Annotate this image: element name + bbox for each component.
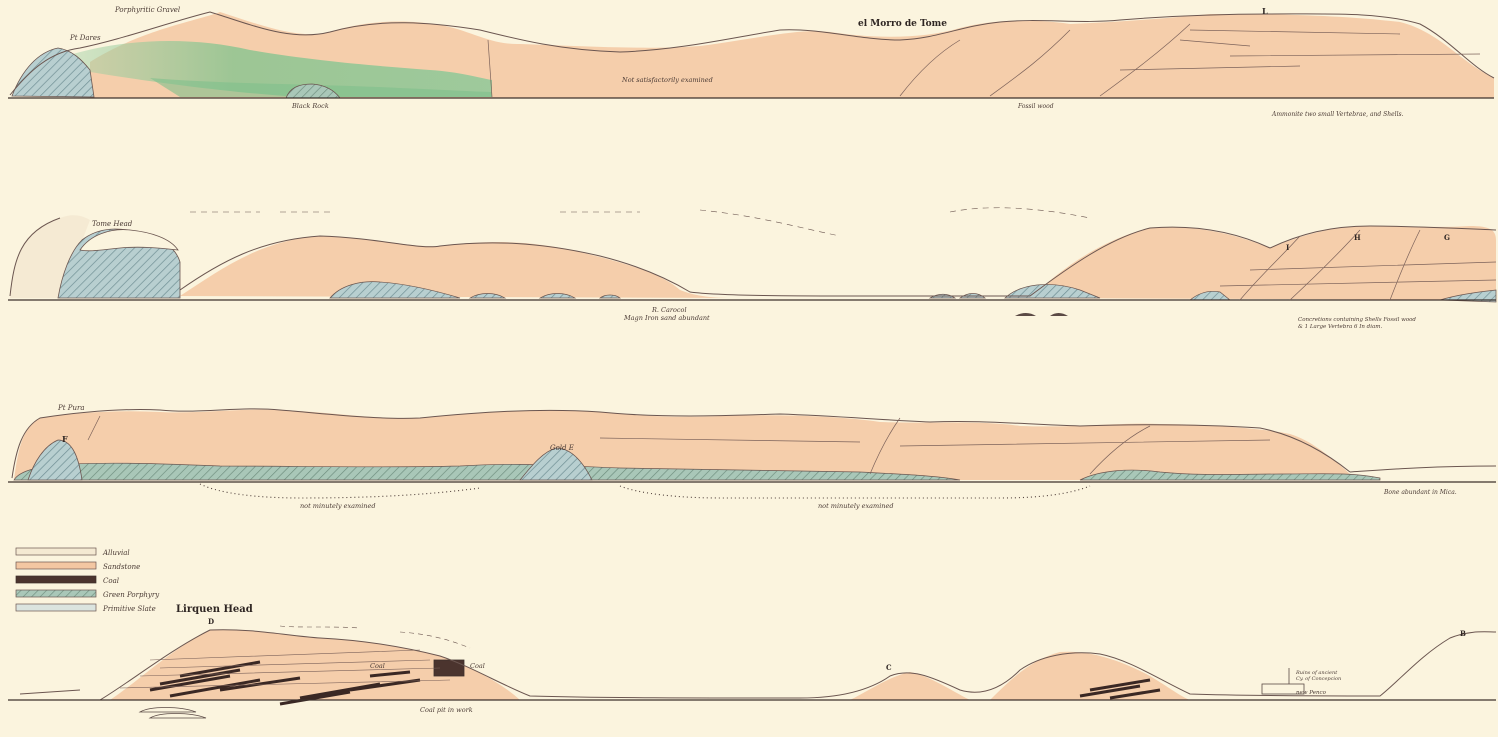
section-three	[8, 408, 1497, 499]
green-outcrops-2	[329, 281, 1497, 303]
label-coal-pit: Coal pit in work	[420, 706, 473, 714]
faults-3	[87, 415, 1271, 475]
new-penco-building	[1261, 683, 1305, 695]
legend-swatch-alluvial	[15, 547, 97, 556]
label-ruins-2: Cy. of Concepcion	[1296, 676, 1341, 682]
faults-1	[487, 23, 1481, 98]
label-not-minutely-1: not minutely examined	[300, 502, 376, 510]
legend-swatch-primitive-slate	[15, 603, 97, 612]
label-morro-de-tome: el Morro de Tome	[858, 19, 947, 29]
green-porphyry-band-3	[13, 462, 1381, 481]
legend-label-primitive-slate: Primitive Slate	[102, 605, 156, 613]
strata-lines-4	[119, 649, 451, 689]
sandstone-mass-2a	[180, 236, 740, 298]
skyline-4	[19, 629, 1497, 701]
dashed-hills-4	[279, 625, 471, 649]
label-fossil-wood: Fossil wood	[1017, 103, 1054, 110]
label-r-carocol: R. Carocol	[651, 306, 687, 314]
label-bone-abundant: Bone abundant in Mica.	[1383, 489, 1457, 496]
gold-knob	[519, 447, 593, 481]
label-not-satisfactorily: Not satisfactorily examined	[621, 76, 713, 84]
label-porphyritic-gravel: Porphyritic Gravel	[114, 6, 180, 14]
offshore-rocks	[1015, 313, 1068, 316]
point-f-knob	[27, 439, 83, 481]
legend-swatch-green-porphyry	[15, 589, 97, 598]
label-F: F	[62, 434, 68, 444]
legend-label-green-porphyry: Green Porphyry	[103, 591, 160, 599]
label-ruins-1: Ruins of ancient	[1295, 670, 1338, 676]
sandstone-mass-2b	[1030, 226, 1496, 300]
label-black-rock: Black Rock	[291, 102, 329, 110]
label-new-penco: new Penco	[1296, 690, 1327, 696]
faults-2	[1219, 229, 1497, 301]
label-B: B	[1460, 629, 1466, 638]
skyline-1	[9, 11, 1495, 96]
skyline-2	[9, 217, 1497, 297]
label-magn-iron: Magn Iron sand abundant	[623, 314, 710, 322]
skyline-3	[11, 408, 1497, 479]
section-four	[8, 625, 1497, 719]
label-gold: Gold E	[550, 444, 574, 452]
slate-point-dares	[11, 47, 95, 98]
label-lirquen-head: Lirquen Head	[176, 604, 253, 615]
sandstone-mass-4a	[110, 629, 520, 700]
tome-head-cap	[79, 229, 179, 252]
sandstone-mass-3	[14, 409, 1350, 480]
label-pt-dares: Pt Dares	[69, 34, 101, 42]
label-tome-head: Tome Head	[92, 220, 133, 228]
legend-swatch-coal	[15, 575, 97, 584]
label-pt-pura: Pt Pura	[57, 404, 85, 412]
label-coal-b: Coal	[470, 662, 485, 670]
label-D: D	[208, 617, 214, 626]
label-G: G	[1444, 233, 1450, 242]
label-not-minutely-2: not minutely examined	[818, 502, 894, 510]
label-L: L	[1262, 6, 1268, 16]
legend-swatch-sandstone	[15, 561, 97, 570]
legend-label-alluvial: Alluvial	[102, 549, 130, 557]
legend-label-sandstone: Sandstone	[103, 563, 140, 571]
black-rock	[285, 83, 341, 99]
coal-seams	[149, 660, 1161, 706]
coal-pit-shapes	[138, 707, 207, 719]
legend-label-coal: Coal	[103, 577, 119, 585]
alluvial-2	[10, 215, 90, 298]
label-coal-a: Coal	[370, 662, 385, 670]
section-two	[8, 207, 1497, 316]
legend: Alluvial Sandstone Coal Green Porphyry P…	[15, 547, 160, 613]
label-concretions-1: Concretions containing Shells Fossil woo…	[1298, 317, 1416, 323]
label-ammonite: Ammonite two small Vertebrae, and Shells…	[1271, 111, 1404, 118]
label-C: C	[886, 663, 892, 672]
section-one	[8, 11, 1495, 99]
dashed-horizon-2	[190, 207, 1091, 237]
label-H: H	[1354, 233, 1361, 242]
label-concretions-2: & 1 Large Vertebra 6 In diam.	[1298, 324, 1382, 330]
label-I: I	[1286, 243, 1289, 252]
dotted-unexamined	[199, 483, 1091, 499]
